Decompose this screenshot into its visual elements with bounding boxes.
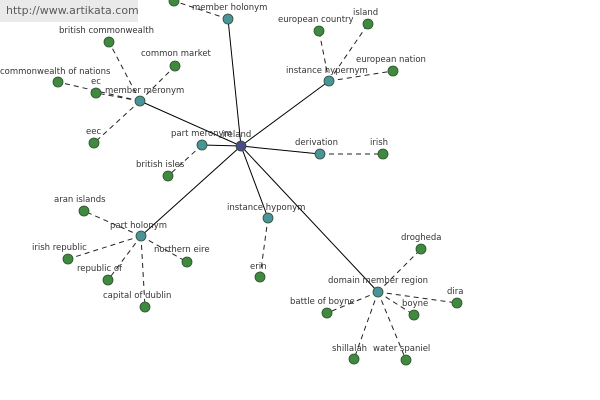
leaf-node-irish-republic[interactable]	[62, 253, 74, 265]
leaf-node-top-hidden[interactable]	[168, 0, 180, 7]
leaf-label-irish: irish	[370, 138, 388, 148]
leaf-label-boyne: boyne	[402, 299, 428, 309]
relation-node-domain-member-region[interactable]	[372, 286, 384, 298]
edge-member-meronym-eec	[93, 100, 141, 144]
edge-member-meronym-british-commonwealth	[108, 41, 141, 102]
leaf-node-european-country[interactable]	[313, 25, 325, 37]
leaf-label-ec: ec	[91, 77, 101, 87]
relation-node-part-holonym[interactable]	[135, 230, 147, 242]
leaf-label-dira: dira	[447, 287, 463, 297]
leaf-label-shillalah: shillalah	[332, 344, 367, 354]
leaf-label-island: island	[353, 8, 378, 18]
relation-label-part-holonym: part holonym	[110, 221, 167, 231]
leaf-label-eec: eec	[86, 127, 101, 137]
edge-part-holonym-irish-republic	[67, 235, 142, 260]
relation-label-derivation: derivation	[295, 138, 338, 148]
relation-label-instance-hypernym: instance hypernym	[286, 66, 368, 76]
leaf-label-drogheda: drogheda	[401, 233, 442, 243]
leaf-node-water-spaniel[interactable]	[400, 354, 412, 366]
edge-member-meronym	[139, 100, 242, 147]
leaf-label-irish-republic: irish republic	[32, 243, 87, 253]
leaf-label-capital-of-dublin: capital of dublin	[103, 291, 171, 301]
edge-instance-hypernym	[240, 80, 330, 147]
relation-node-member-holonym[interactable]	[222, 13, 234, 25]
edge-domain-member-region-shillalah	[353, 291, 379, 360]
leaf-label-battle-of-boyne: battle of boyne	[290, 297, 355, 307]
edge-instance-hyponym	[240, 145, 269, 219]
edge-domain-member-region-battle-of-boyne	[326, 291, 379, 314]
edge-derivation	[240, 145, 321, 155]
relation-node-part-meronym[interactable]	[196, 139, 208, 151]
center-label-ireland: ireland	[222, 130, 251, 140]
leaf-node-shillalah[interactable]	[348, 353, 360, 365]
edge-domain-member-region-boyne	[377, 291, 415, 316]
edge-domain-member-region-drogheda	[377, 248, 422, 293]
edge-instance-hyponym-erin	[259, 217, 269, 278]
leaf-label-republic-of: republic of	[77, 264, 123, 274]
leaf-node-boyne[interactable]	[408, 309, 420, 321]
leaf-label-european-nation: european nation	[356, 55, 426, 65]
leaf-node-island[interactable]	[362, 18, 374, 30]
relation-node-derivation[interactable]	[314, 148, 326, 160]
leaf-label-british-isles: british isles	[136, 160, 185, 170]
edge-domain-member-region-water-spaniel	[377, 291, 407, 361]
leaf-label-commonwealth-of-nations: commonwealth of nations	[0, 67, 111, 77]
edge-domain-member-region	[240, 145, 379, 293]
leaf-node-common-market[interactable]	[169, 60, 181, 72]
leaf-label-erin: erin	[250, 262, 266, 272]
edge-member-meronym-ec	[95, 92, 141, 102]
leaf-label-common-market: common market	[141, 49, 212, 59]
leaf-node-commonwealth-of-nations[interactable]	[52, 76, 64, 88]
leaf-node-british-isles[interactable]	[162, 170, 174, 182]
leaf-label-european-country: european country	[278, 15, 354, 25]
edge-part-holonym-aran-islands	[83, 210, 142, 237]
leaf-label-aran-islands: aran islands	[54, 195, 106, 205]
site-watermark: http://www.artikata.com	[0, 0, 139, 22]
edge-member-holonym-top-hidden	[173, 0, 229, 20]
relation-label-member-meronym: member meronym	[105, 86, 184, 96]
edge-part-holonym	[140, 145, 242, 237]
relation-node-instance-hypernym[interactable]	[323, 75, 335, 87]
edge-instance-hypernym-island	[328, 23, 369, 82]
leaf-node-republic-of[interactable]	[102, 274, 114, 286]
edge-domain-member-region-dira	[377, 291, 458, 304]
relation-node-instance-hyponym[interactable]	[262, 212, 274, 224]
relation-label-instance-hyponym: instance hyponym	[227, 203, 305, 213]
leaf-node-dira[interactable]	[451, 297, 463, 309]
leaf-label-water-spaniel: water spaniel	[373, 344, 430, 354]
graph-nodes	[52, 0, 463, 366]
center-node-ireland[interactable]	[235, 140, 247, 152]
leaf-node-aran-islands[interactable]	[78, 205, 90, 217]
relation-node-member-meronym[interactable]	[134, 95, 146, 107]
relation-label-domain-member-region: domain member region	[328, 276, 428, 286]
relation-label-member-holonym: member holonym	[192, 3, 267, 13]
leaf-node-irish[interactable]	[377, 148, 389, 160]
leaf-label-northern-eire: northern eire	[154, 245, 210, 255]
leaf-node-battle-of-boyne[interactable]	[321, 307, 333, 319]
leaf-node-european-nation[interactable]	[387, 65, 399, 77]
leaf-node-eec[interactable]	[88, 137, 100, 149]
graph-edges	[57, 0, 458, 361]
relation-label-part-meronym: part meronym	[171, 129, 232, 139]
leaf-node-drogheda[interactable]	[415, 243, 427, 255]
leaf-node-ec[interactable]	[90, 87, 102, 99]
edge-part-holonym-capital-of-dublin	[140, 235, 146, 308]
leaf-node-british-commonwealth[interactable]	[103, 36, 115, 48]
leaf-node-erin[interactable]	[254, 271, 266, 283]
edge-member-holonym	[227, 18, 242, 147]
leaf-node-northern-eire[interactable]	[181, 256, 193, 268]
leaf-node-capital-of-dublin[interactable]	[139, 301, 151, 313]
edge-part-meronym	[201, 144, 242, 147]
edge-part-meronym-british-isles	[167, 144, 203, 177]
edge-instance-hypernym-european-nation	[328, 70, 394, 82]
edge-part-holonym-republic-of	[107, 235, 142, 281]
leaf-label-british-commonwealth: british commonwealth	[59, 26, 154, 36]
